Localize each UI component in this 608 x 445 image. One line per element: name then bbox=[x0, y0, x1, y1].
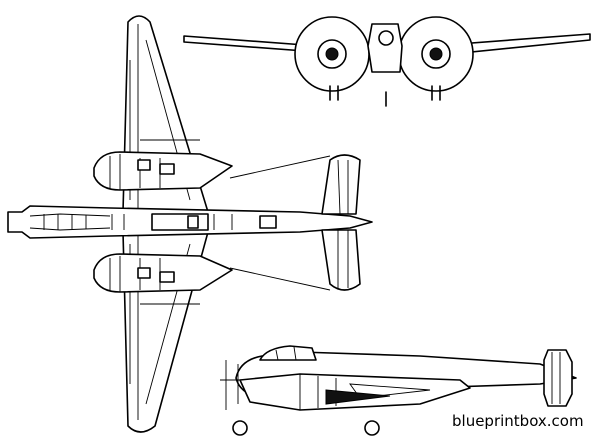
front-view bbox=[183, 16, 591, 107]
top-view-tailplane-lower bbox=[321, 229, 361, 291]
side-view-tail-fin bbox=[543, 349, 573, 407]
side-view-main-wheel bbox=[364, 420, 380, 436]
top-view-tailplane-upper bbox=[321, 154, 361, 215]
side-view-front-wheel bbox=[232, 420, 248, 436]
watermark-text: blueprintbox.com bbox=[452, 412, 584, 430]
side-view-canopy bbox=[259, 345, 317, 361]
side-view-engine bbox=[239, 373, 471, 411]
top-view bbox=[7, 15, 373, 433]
side-view bbox=[220, 345, 577, 436]
